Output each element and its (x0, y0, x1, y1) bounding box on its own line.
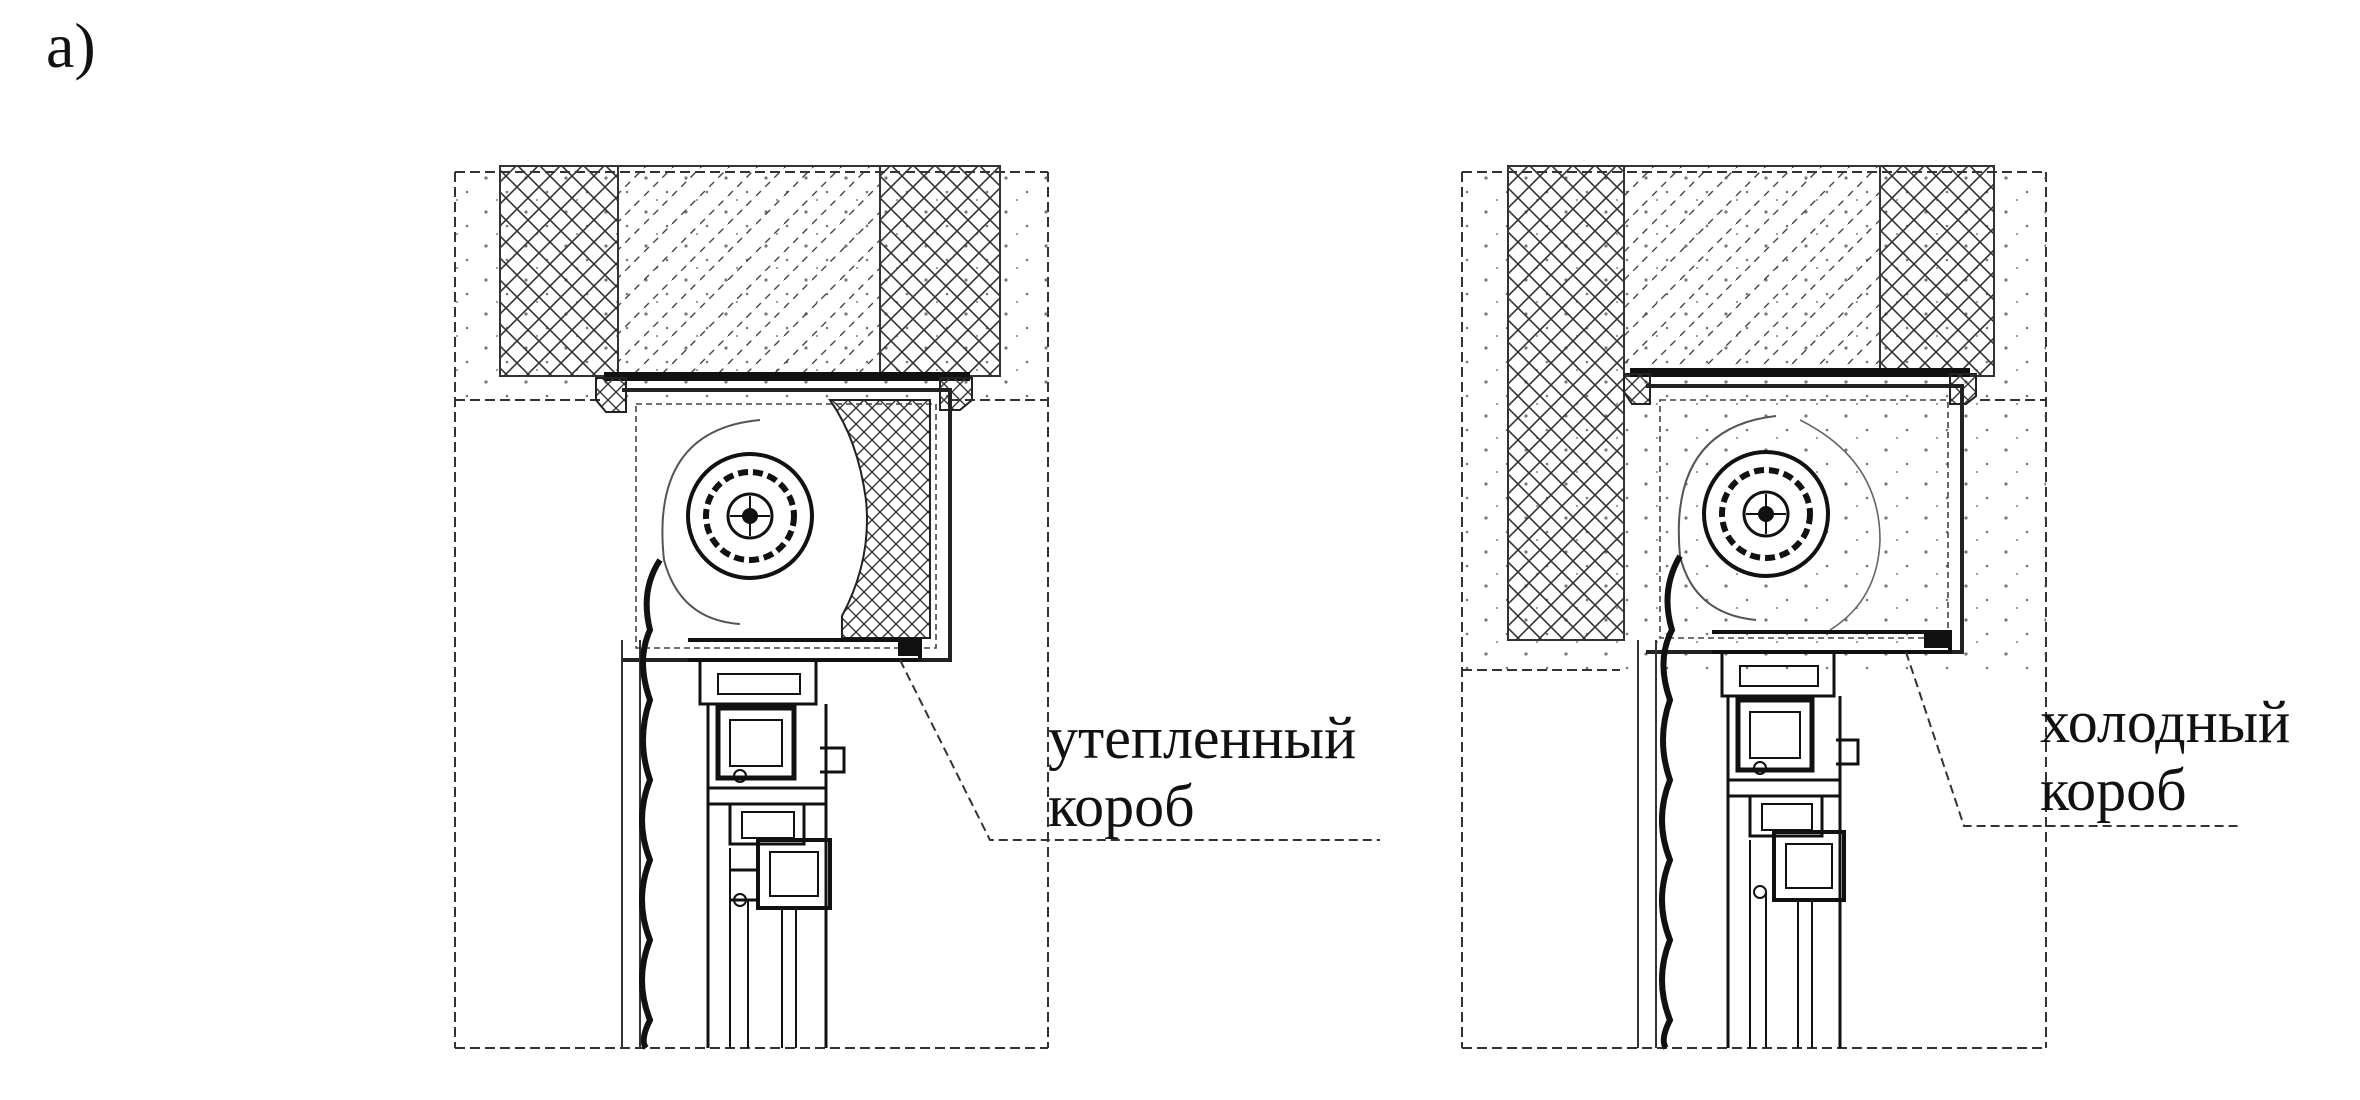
left-label-line1: утепленный (1048, 705, 1356, 771)
lintel-insulation-right (1879, 165, 1995, 377)
roll-outer-arc (1799, 419, 1881, 631)
roller-crosshair (1746, 494, 1786, 534)
right-label-line1: холодный (2040, 689, 2290, 755)
lintel-concrete (617, 165, 881, 377)
box-top-plate (1630, 368, 1970, 377)
box-seal (1924, 632, 1950, 648)
mount-bracket-left (595, 377, 627, 413)
box-top-plate (604, 372, 970, 381)
left-panel-insulated-box: утепленный короб (454, 165, 1380, 1050)
box-bottom-plate (688, 638, 922, 662)
leader-line (899, 659, 1380, 841)
left-label-line2: короб (1048, 773, 1195, 839)
window-frame-profile (1720, 650, 1860, 1048)
shutter-curtain (1659, 554, 1683, 1050)
box-seal (898, 640, 922, 656)
right-panel-cold-box: холодный короб (1461, 165, 2290, 1050)
shutter-curtain (639, 558, 663, 1050)
roll-arc (1677, 415, 1777, 621)
wall-reveal (621, 640, 641, 1048)
roller-shaft-ring (703, 469, 797, 563)
figure-label: a) (46, 10, 96, 81)
window-frame-profile (698, 658, 846, 1048)
leader-line (1905, 651, 2240, 827)
lintel-insulation-right (879, 165, 1001, 377)
mount-bracket-left (1623, 373, 1651, 405)
wall-reveal (1637, 640, 1657, 1048)
wall-insulation-column (1507, 165, 1625, 641)
roller-shaft-ring (1719, 467, 1813, 561)
lintel-concrete (1623, 165, 1881, 377)
box-insulation (828, 399, 931, 639)
roll-arc (661, 419, 761, 625)
roller-crosshair (730, 496, 770, 536)
mount-bracket-right (939, 377, 973, 411)
right-label-line2: короб (2040, 757, 2187, 823)
lintel-insulation-left (499, 165, 619, 377)
